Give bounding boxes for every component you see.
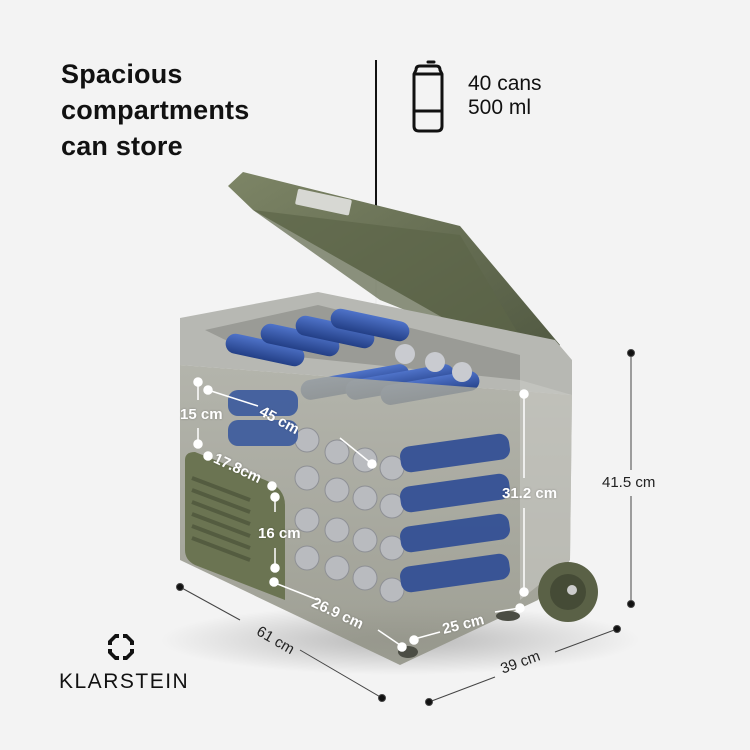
inner-cans xyxy=(294,427,405,603)
headline-line-3: can store xyxy=(61,131,183,161)
upper-height-label: 15 cm xyxy=(180,406,223,423)
brand-name: KLARSTEIN xyxy=(59,670,190,693)
capacity-info: 40 cans 500 ml xyxy=(468,72,542,120)
outer-height-label: 41.5 cm xyxy=(602,474,656,491)
compressor-height-label: 16 cm xyxy=(258,525,301,542)
inner-height-label: 31.2 cm xyxy=(502,485,558,502)
headline-line-1: Spacious xyxy=(61,59,183,89)
can-count: 40 cans xyxy=(468,72,542,95)
headline-line-2: compartments xyxy=(61,95,250,125)
wheel xyxy=(538,562,598,622)
klarstein-logo-icon xyxy=(108,634,134,660)
can-volume: 500 ml xyxy=(468,96,532,119)
headline: Spacious compartments can store xyxy=(61,56,249,164)
inner-can-bodies xyxy=(228,390,510,593)
compressor-housing xyxy=(185,452,285,600)
can-icon xyxy=(412,60,444,133)
